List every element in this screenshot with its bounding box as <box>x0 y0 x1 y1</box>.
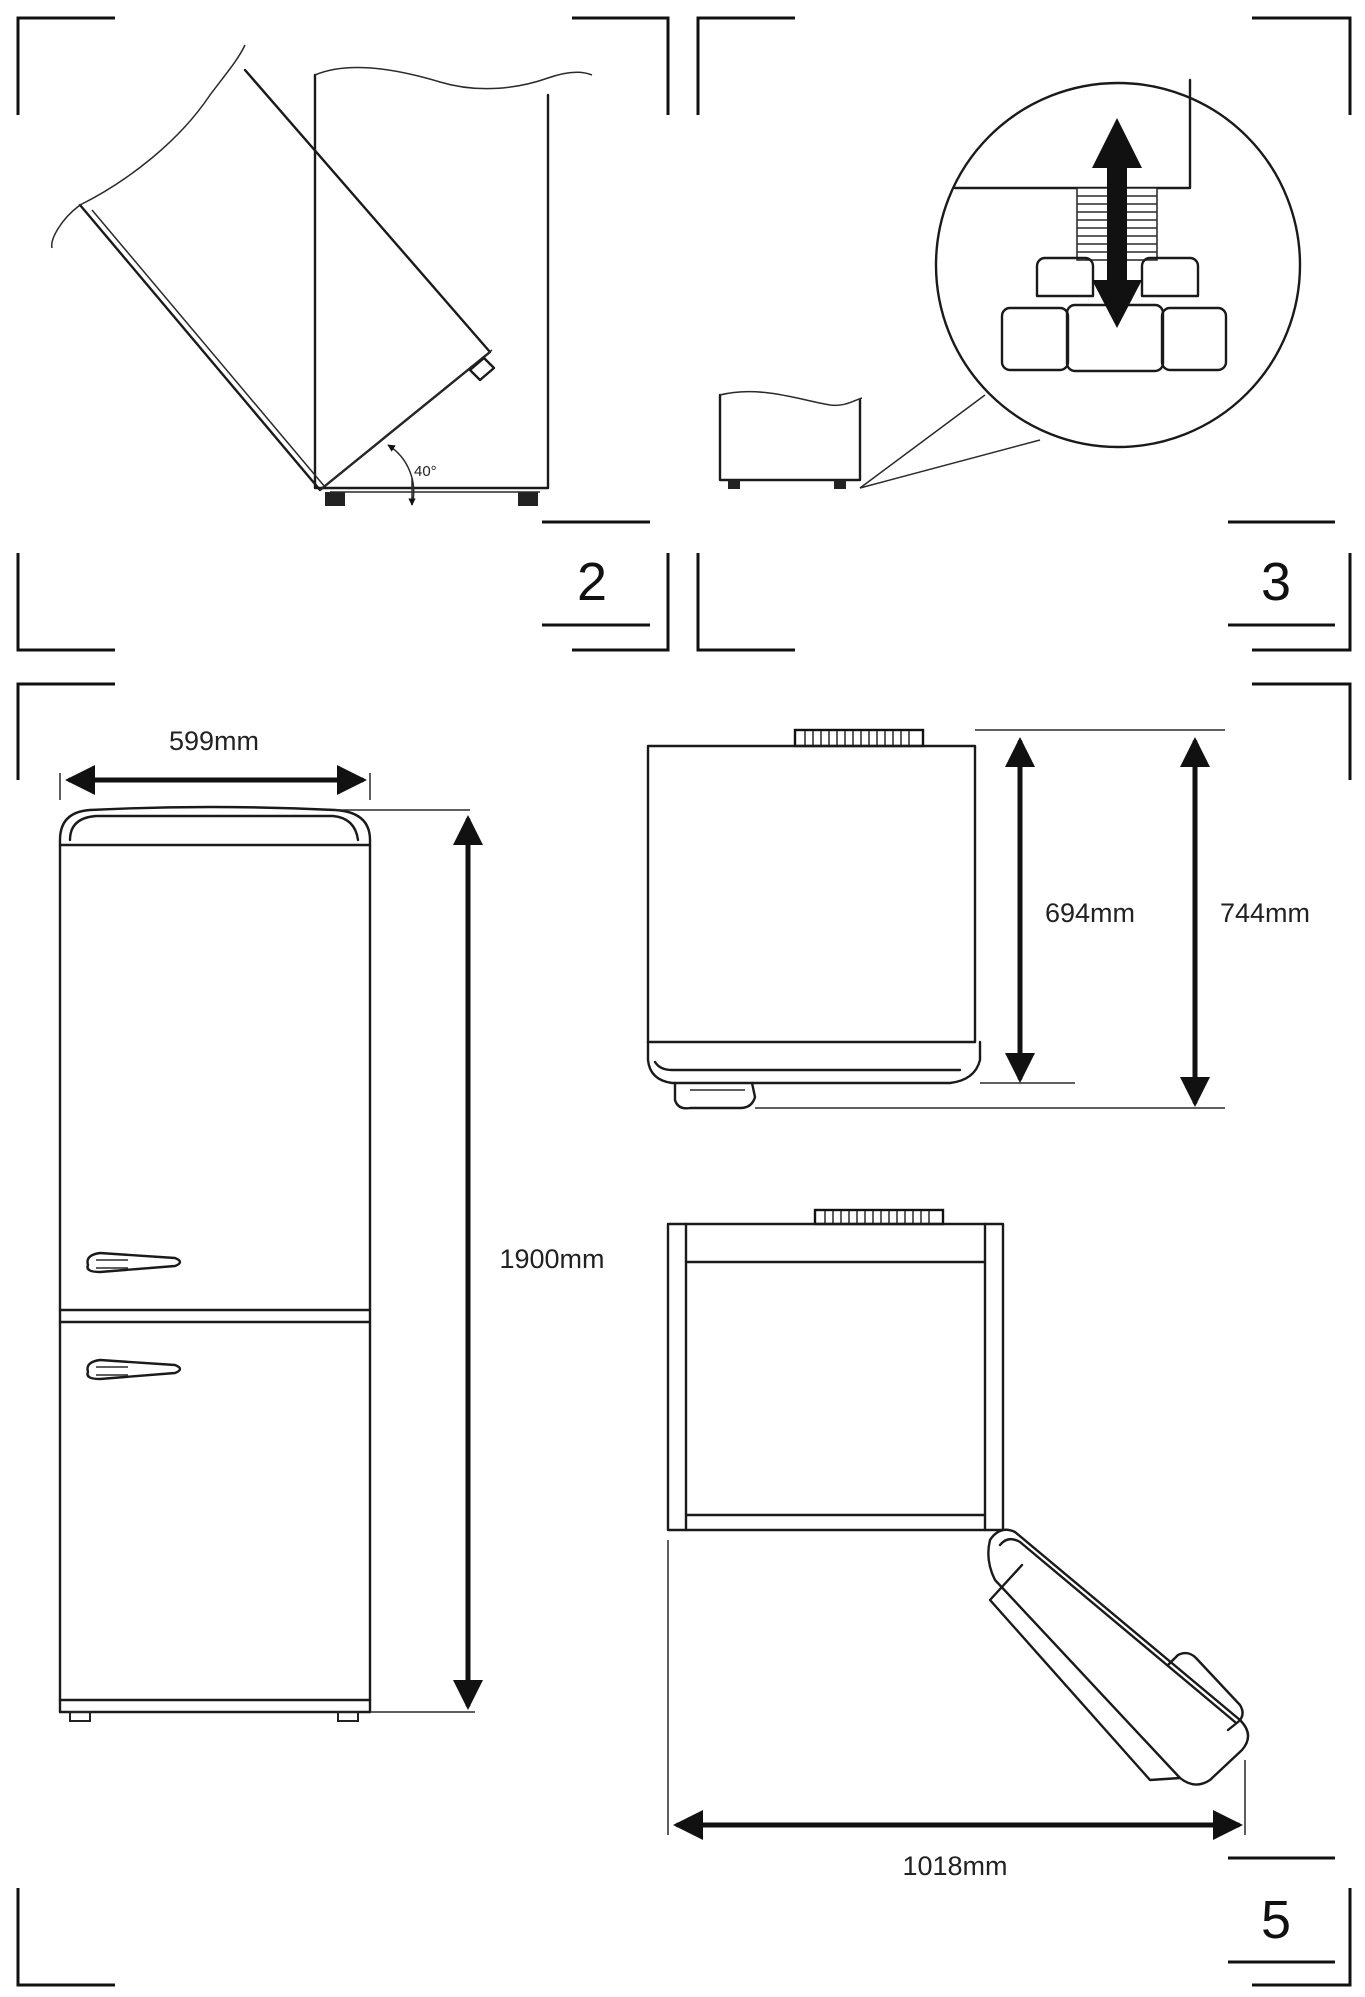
figure-3-leveling: 3 <box>718 78 1335 627</box>
lower-door-handle-icon <box>86 1358 182 1381</box>
cabinet-upright <box>313 73 550 490</box>
open-door <box>987 1528 1250 1786</box>
figure-number-5: 5 <box>1261 1890 1291 1950</box>
front-foot <box>325 492 345 506</box>
figure-number-3: 3 <box>1261 552 1291 612</box>
figure-5-dimensions: 599mm 1900mm 694mm 744mm <box>58 726 1335 1964</box>
cabinet-base <box>718 393 862 482</box>
rear-foot <box>518 492 538 506</box>
tilt-angle-label: 40° <box>414 463 437 480</box>
adjust-arrow-icon <box>1092 118 1142 328</box>
door-open-depth-label: 1018mm <box>902 1851 1007 1881</box>
figure-2-tilt: 40° 2 <box>51 44 650 627</box>
depth-with-handle-label: 744mm <box>1220 898 1310 928</box>
width-label: 599mm <box>169 726 259 756</box>
top-view-door-open <box>666 1208 1250 1786</box>
side-view-fridge <box>646 728 982 1110</box>
depth-label: 694mm <box>1045 898 1135 928</box>
front-view-fridge <box>58 805 372 1722</box>
cabinet-tilted <box>78 68 492 492</box>
magnifier-circle <box>934 81 1302 449</box>
figure-number-2: 2 <box>577 552 607 612</box>
crop-marks <box>16 16 1352 1987</box>
height-label: 1900mm <box>499 1244 604 1274</box>
open-door-handle-icon <box>1166 1651 1244 1732</box>
upper-door-handle-icon <box>86 1251 182 1274</box>
